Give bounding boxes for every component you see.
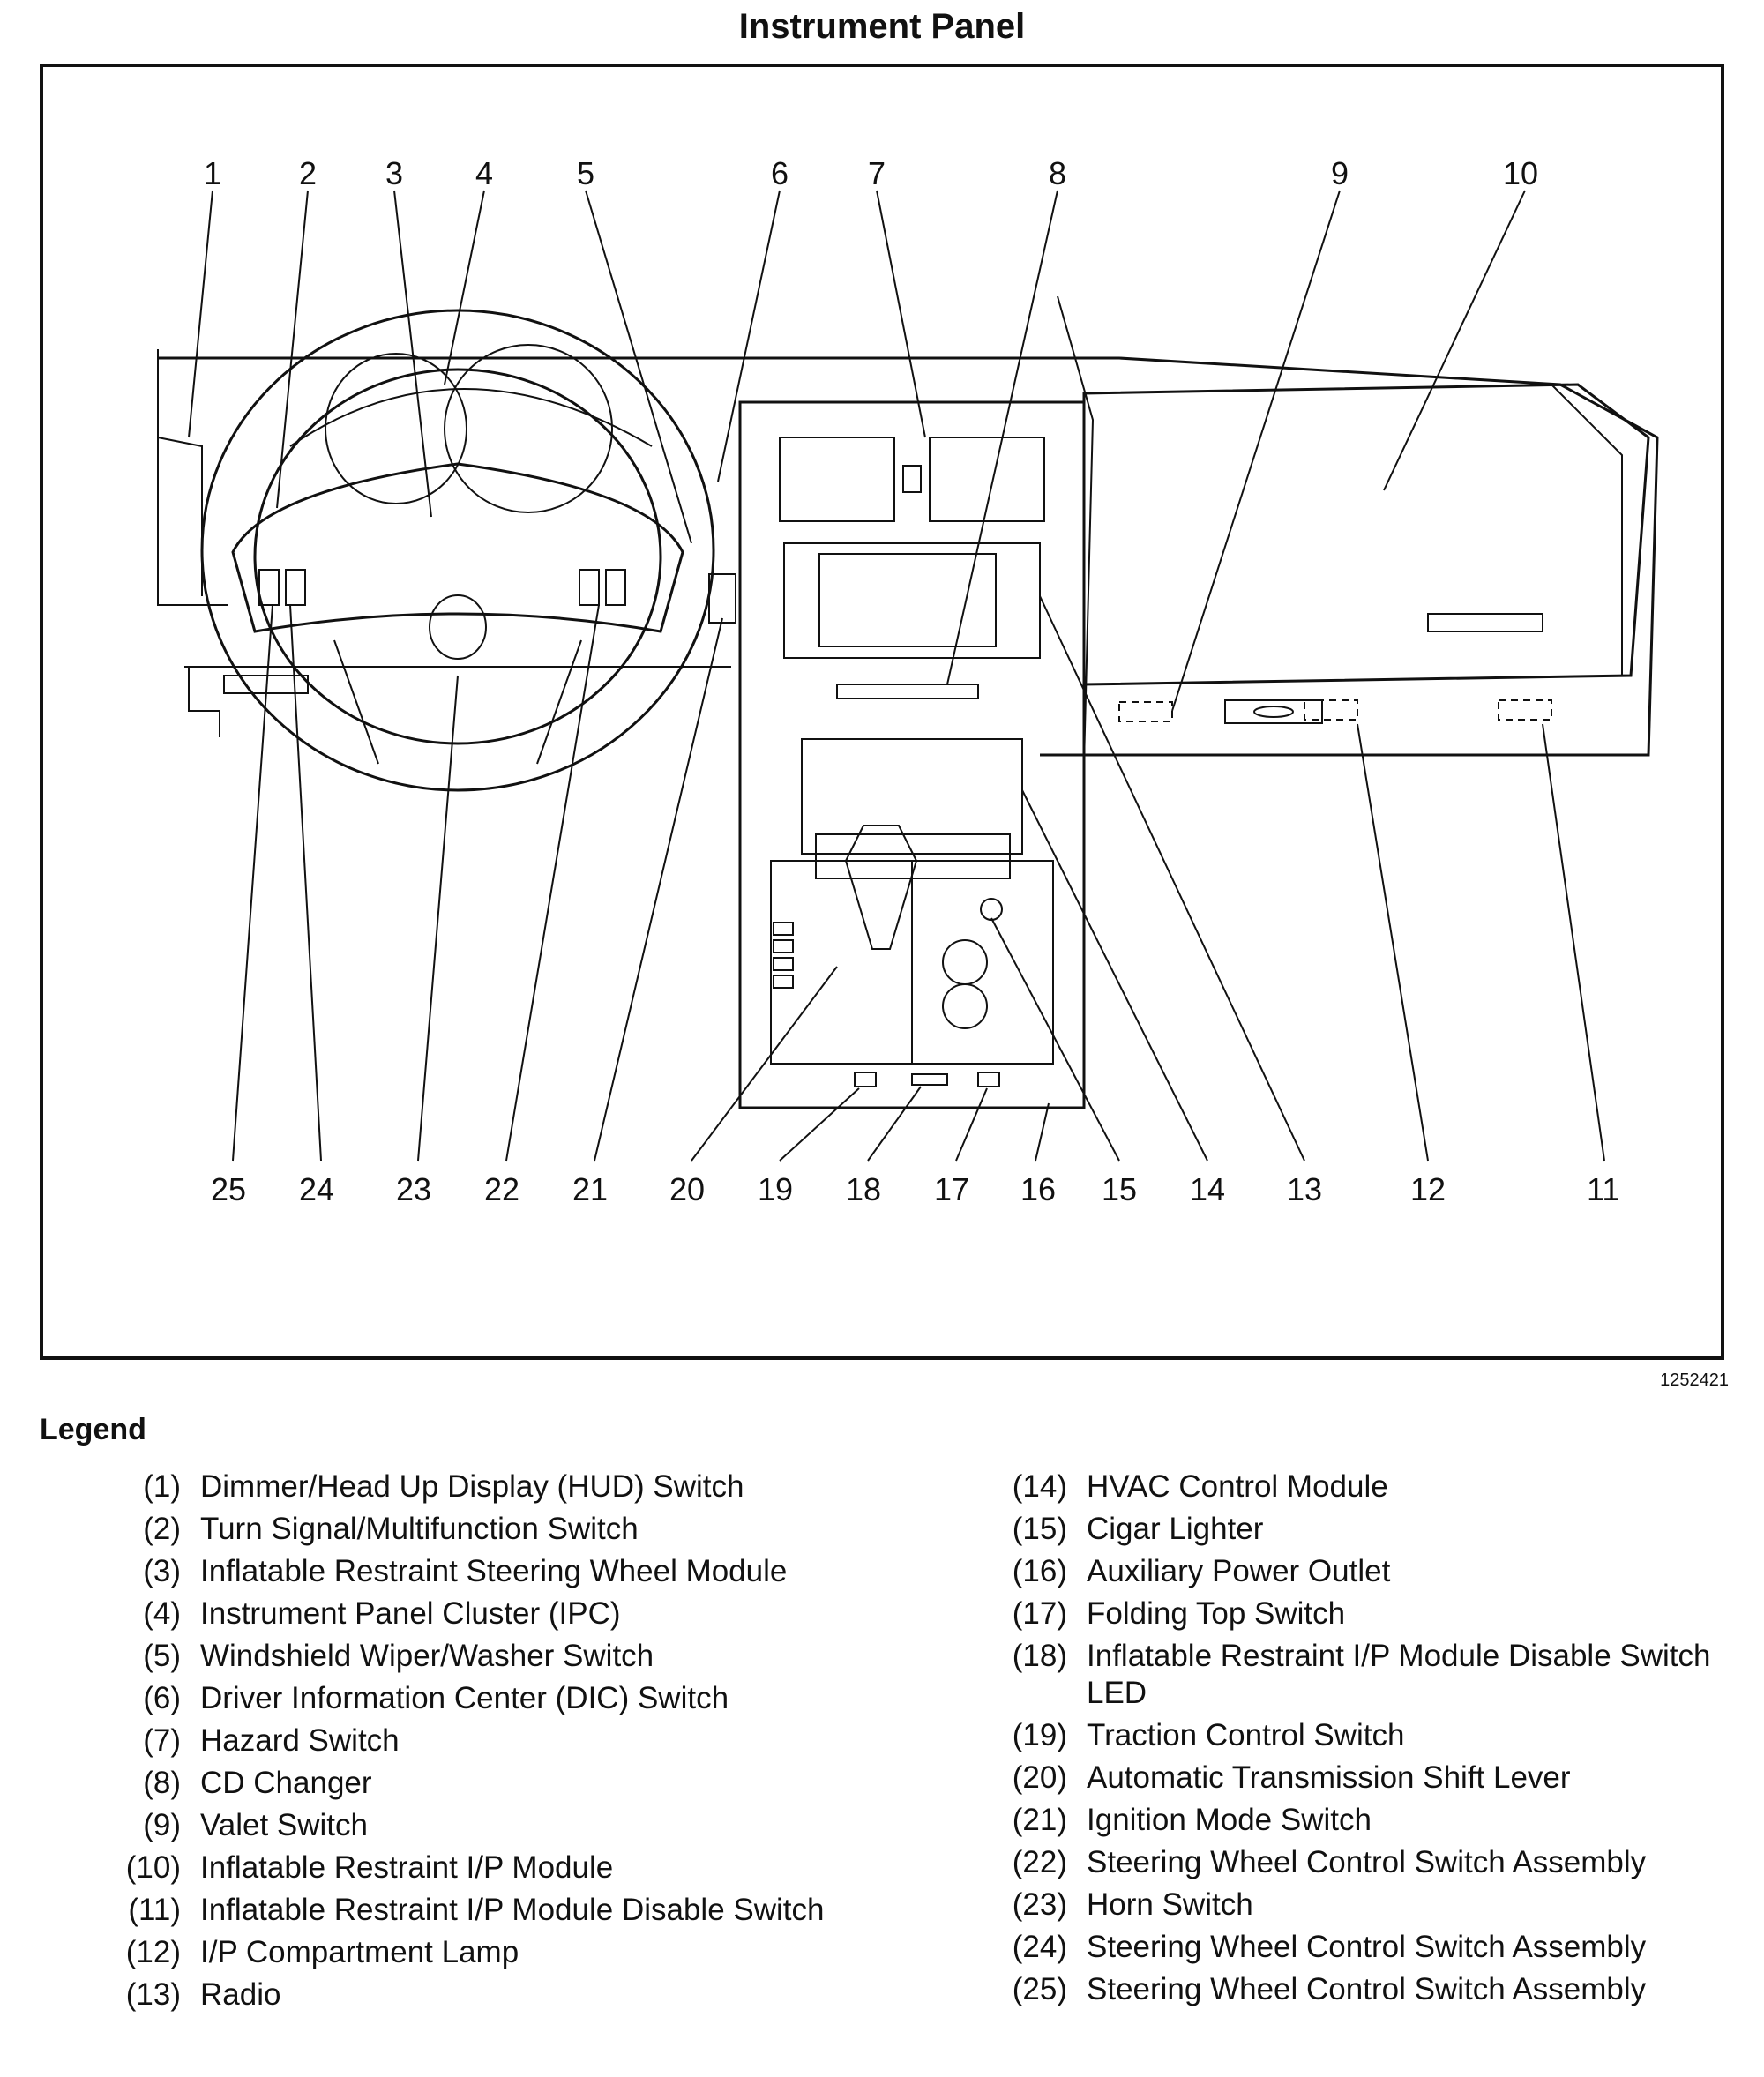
steering-wheel [200,309,715,792]
legend-item-1: (1)Dimmer/Head Up Display (HUD) Switch [143,1469,744,1504]
legend-item-10: (10)Inflatable Restraint I/P Module [125,1850,614,1885]
legend-item-11: (11)Inflatable Restraint I/P Module Disa… [128,1893,825,1927]
legend-item-8: (8)CD Changer [143,1766,372,1800]
callout-5: 5 [577,155,594,191]
callout-13: 13 [1287,1171,1322,1207]
legend-item-4: (4)Instrument Panel Cluster (IPC) [143,1596,621,1631]
hidden-components [1118,699,1552,724]
callout-15: 15 [1102,1171,1137,1207]
leader-lines [188,190,1605,1162]
callout-7: 7 [868,155,886,191]
callout-4: 4 [475,155,493,191]
diagram-title: Instrument Panel [738,7,1026,46]
legend-item-3: (3)Inflatable Restraint Steering Wheel M… [143,1554,788,1588]
callout-14: 14 [1190,1171,1225,1207]
callout-12: 12 [1410,1171,1446,1207]
callout-20: 20 [669,1171,705,1207]
legend-left-column: (1)Dimmer/Head Up Display (HUD) Switch (… [84,1468,931,2019]
center-stack [708,400,1086,1109]
legend-item-24: (24)Steering Wheel Control Switch Assemb… [1012,1930,1647,1964]
legend-item-22: (22)Steering Wheel Control Switch Assemb… [1012,1845,1647,1879]
dashboard-outline [157,295,1659,765]
callout-19: 19 [758,1171,793,1207]
callout-21: 21 [572,1171,608,1207]
callout-22: 22 [484,1171,519,1207]
legend-right-column: (14)HVAC Control Module (15)Cigar Lighte… [970,1468,1746,2013]
legend-item-7: (7)Hazard Switch [143,1723,400,1758]
instrument-panel-drawing: 1 2 3 4 5 6 7 8 9 10 25 24 23 22 21 20 1… [157,155,1659,1207]
callout-25: 25 [211,1171,246,1207]
legend-item-25: (25)Steering Wheel Control Switch Assemb… [1012,1972,1647,2006]
legend-item-13: (13)Radio [125,1977,281,2012]
callout-8: 8 [1049,155,1066,191]
legend-item-21: (21)Ignition Mode Switch [1012,1803,1372,1837]
legend-item-17: (17)Folding Top Switch [1012,1596,1346,1631]
callout-2: 2 [299,155,317,191]
instrument-cluster [289,344,653,513]
callout-17: 17 [934,1171,969,1207]
legend-title: Legend [40,1413,146,1446]
callout-10: 10 [1503,155,1538,191]
legend-item-14: (14)HVAC Control Module [1012,1469,1388,1504]
legend-item-18: (18)Inflatable Restraint I/P Module Disa… [1012,1639,1711,1710]
callout-18: 18 [846,1171,881,1207]
callout-23: 23 [396,1171,431,1207]
callout-9: 9 [1331,155,1349,191]
figure-id: 1252421 [1660,1371,1729,1390]
legend-item-2: (2)Turn Signal/Multifunction Switch [143,1512,639,1546]
legend-item-6: (6)Driver Information Center (DIC) Switc… [143,1681,729,1715]
callout-24: 24 [299,1171,334,1207]
legend-item-16: (16)Auxiliary Power Outlet [1012,1554,1391,1588]
legend-item-19: (19)Traction Control Switch [1012,1718,1405,1752]
callout-11: 11 [1587,1171,1619,1207]
callout-1: 1 [204,155,221,191]
legend-item-23: (23)Horn Switch [1012,1887,1253,1922]
diagram-frame: 1 2 3 4 5 6 7 8 9 10 25 24 23 22 21 20 1… [40,64,1724,1360]
legend-item-12: (12)I/P Compartment Lamp [125,1935,519,1969]
callout-numbers: 1 2 3 4 5 6 7 8 9 10 25 24 23 22 21 20 1… [204,155,1619,1207]
legend-item-9: (9)Valet Switch [143,1808,368,1842]
legend-item-20: (20)Automatic Transmission Shift Lever [1012,1760,1571,1795]
legend-item-5: (5)Windshield Wiper/Washer Switch [143,1639,654,1673]
callout-16: 16 [1020,1171,1056,1207]
legend-item-15: (15)Cigar Lighter [1012,1512,1264,1546]
callout-3: 3 [385,155,403,191]
callout-6: 6 [771,155,789,191]
